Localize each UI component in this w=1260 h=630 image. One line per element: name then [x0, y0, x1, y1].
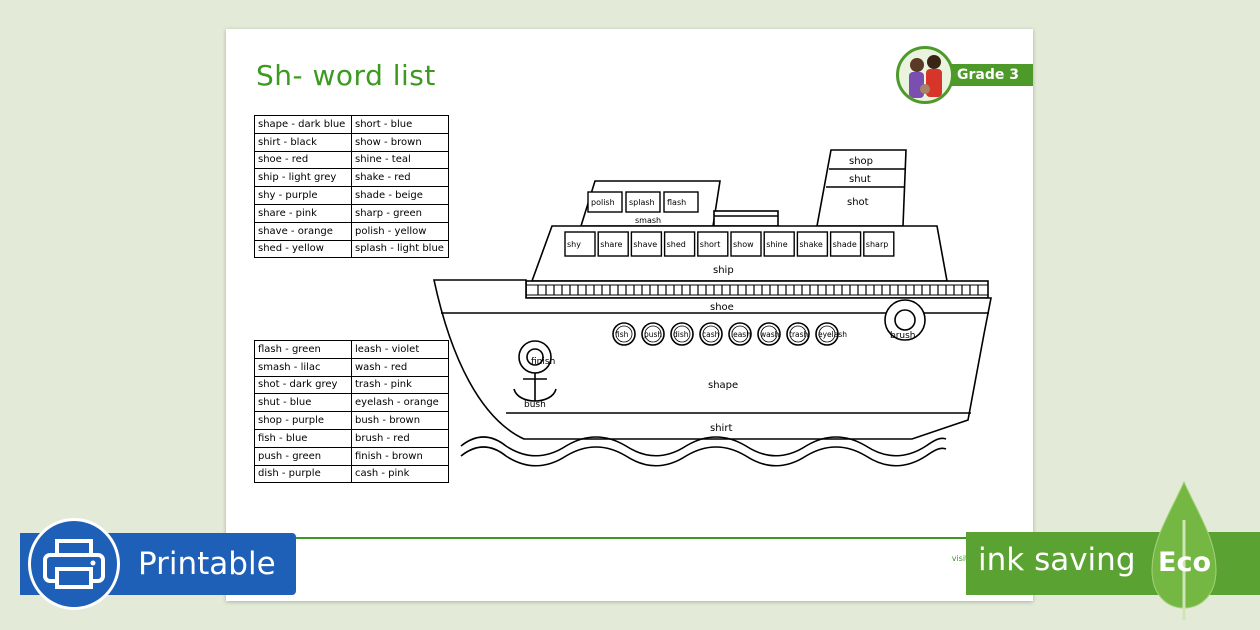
top-deck-word: polish: [591, 198, 615, 207]
top-deck-word: splash: [629, 198, 655, 207]
porthole-word: eyelash: [818, 330, 847, 339]
middle-deck-window: shed: [663, 231, 696, 257]
porthole: dish: [670, 322, 694, 346]
children-illustration: [896, 46, 954, 104]
middle-deck-word: shave: [633, 240, 657, 249]
middle-deck-word: shake: [799, 240, 822, 249]
printable-banner: Printable: [0, 518, 296, 610]
porthole: leash: [728, 322, 752, 346]
porthole-word: cash: [702, 330, 720, 339]
funnel-word-2: shut: [849, 174, 871, 185]
porthole-word: leash: [731, 330, 751, 339]
lifebuoy-word: brush: [890, 331, 916, 341]
grade-badge: Grade 3: [893, 46, 1033, 106]
footer-divider: [226, 537, 1033, 539]
hull-bottom-word: shirt: [710, 423, 732, 434]
middle-deck-word: shed: [667, 240, 686, 249]
porthole: eyelash: [815, 322, 847, 346]
middle-deck-word: show: [733, 240, 754, 249]
porthole: push: [641, 322, 665, 346]
middle-deck-word: share: [600, 240, 622, 249]
porthole: fish: [612, 322, 636, 346]
middle-deck-window: show: [730, 231, 762, 257]
middle-deck-window: shine: [763, 231, 795, 257]
middle-deck-window: short: [697, 231, 729, 257]
middle-deck-window: shake: [796, 231, 829, 257]
top-deck-word: flash: [667, 198, 686, 207]
ship-illustration: polish splash flash shy share shave shed short…: [433, 149, 992, 467]
porthole: trash: [786, 322, 810, 346]
top-deck-window: splash: [625, 191, 661, 213]
hull-word: shape: [708, 380, 738, 391]
middle-deck-base-word: ship: [713, 265, 734, 276]
middle-deck-word: short: [700, 240, 721, 249]
porthole-word: trash: [789, 330, 809, 339]
word-color-cell: splash - light blue: [351, 239, 449, 259]
funnel-word-3: shot: [847, 197, 869, 208]
anchor-ring-word: finish: [531, 357, 555, 367]
middle-deck-window: sharp: [863, 231, 895, 257]
rail-word: shoe: [710, 302, 734, 313]
printer-icon: [28, 518, 120, 610]
top-deck-base-word: smash: [635, 216, 661, 225]
word-color-cell: cash - pink: [351, 464, 449, 484]
porthole-word: wash: [760, 330, 780, 339]
middle-deck-window: shave: [630, 231, 663, 257]
porthole-word: push: [644, 330, 662, 339]
page-title: Sh- word list: [256, 59, 436, 92]
leaf-icon: [1151, 480, 1217, 620]
middle-deck-word: shy: [567, 240, 581, 249]
middle-deck-word: shade: [833, 240, 857, 249]
printable-label: Printable: [138, 546, 276, 582]
middle-deck-window: shade: [829, 231, 862, 257]
middle-deck-word: sharp: [866, 240, 889, 249]
porthole-word: dish: [673, 330, 689, 339]
eco-label: Eco: [1158, 547, 1211, 578]
top-deck-window: polish: [587, 191, 623, 213]
middle-deck-window: share: [597, 231, 629, 257]
anchor-base-word: bush: [524, 400, 546, 410]
funnel-word-1: shop: [849, 156, 873, 167]
top-deck-window: flash: [663, 191, 699, 213]
porthole: wash: [757, 322, 781, 346]
porthole: cash: [699, 322, 723, 346]
porthole-word: fish: [615, 330, 629, 339]
middle-deck-word: shine: [766, 240, 788, 249]
middle-deck-window: shy: [564, 231, 596, 257]
ink-saving-label: ink saving: [978, 542, 1136, 578]
grade-label: Grade 3: [943, 64, 1033, 86]
eco-banner: ink saving Eco: [966, 480, 1260, 630]
